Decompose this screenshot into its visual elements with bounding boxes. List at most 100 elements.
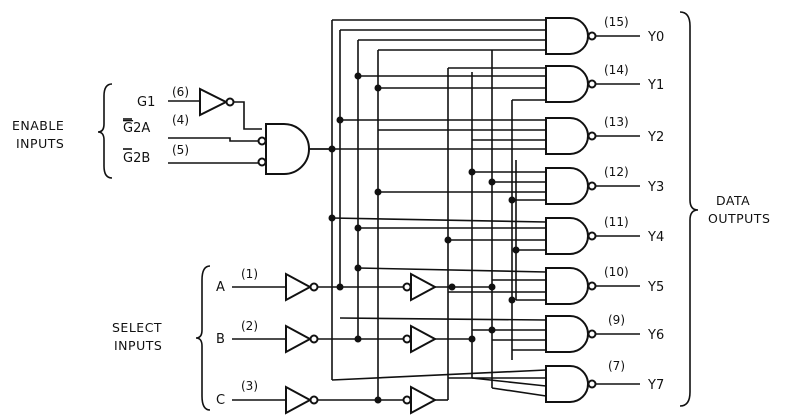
c-second-inverter xyxy=(410,385,438,415)
junction-dot xyxy=(354,72,362,80)
nand-bubble-y0 xyxy=(587,31,597,41)
b-second-inverter-bubble xyxy=(402,334,412,344)
select-group-label-line2: INPUTS xyxy=(114,338,162,353)
y6-label: Y6 xyxy=(647,328,664,343)
y7-pin: (7) xyxy=(608,359,625,373)
junction-dot xyxy=(444,236,452,244)
junction-dot xyxy=(328,145,336,153)
y7-input-3 xyxy=(471,377,547,387)
nand-bubble-y7 xyxy=(587,379,597,389)
input-a-inverter-bubble xyxy=(309,282,319,292)
input-a-inverter xyxy=(285,272,313,302)
y0-pin: (15) xyxy=(604,15,629,29)
g2a-bubble xyxy=(257,136,267,146)
output-gates xyxy=(331,17,640,403)
nand-gate-y0 xyxy=(545,17,589,55)
output-group-label-line1: DATA xyxy=(716,193,750,208)
input-b-label: B xyxy=(216,332,225,347)
junction-dot xyxy=(468,168,476,176)
nand-gate-y3 xyxy=(545,167,589,205)
junction-dot xyxy=(448,283,456,291)
junction-dot xyxy=(488,283,496,291)
enable-and-gate xyxy=(265,123,310,175)
junction-dot xyxy=(374,84,382,92)
b-second-inverter xyxy=(410,324,438,354)
y5-label: Y5 xyxy=(647,280,664,295)
y3-pin: (12) xyxy=(604,165,629,179)
nand-gate-y7 xyxy=(545,365,589,403)
junction-dot xyxy=(488,178,496,186)
y0-label: Y0 xyxy=(647,30,664,45)
y5-pin: (10) xyxy=(604,265,629,279)
c-second-inverter-bubble xyxy=(402,395,412,405)
output-group-label-line2: OUTPUTS xyxy=(708,211,770,226)
g2b-label: G2B xyxy=(123,151,150,166)
nand-gate-y4 xyxy=(545,217,589,255)
input-b-inverter-bubble xyxy=(309,334,319,344)
y1-pin: (14) xyxy=(604,63,629,77)
nand-bubble-y1 xyxy=(587,79,597,89)
nand-bubble-y3 xyxy=(587,181,597,191)
y1-label: Y1 xyxy=(647,78,664,93)
nand-gate-y6 xyxy=(545,315,589,353)
junction-dot xyxy=(354,335,362,343)
input-b-inverter xyxy=(285,324,313,354)
junction-dot xyxy=(488,326,496,334)
y6-pin: (9) xyxy=(608,313,625,327)
enable-group-label-line1: ENABLE xyxy=(12,118,64,133)
input-c-pin: (3) xyxy=(241,379,258,393)
input-b-pin: (2) xyxy=(241,319,258,333)
y2-pin: (13) xyxy=(604,115,629,129)
g1-label: G1 xyxy=(137,95,155,110)
select-group-label-line1: SELECT xyxy=(112,320,162,335)
input-c-inverter xyxy=(285,385,313,415)
g2a-label: G2A xyxy=(123,121,150,136)
nand-gate-y2 xyxy=(545,117,589,155)
enable-group-label-line2: INPUTS xyxy=(16,136,64,151)
junction-dot xyxy=(374,396,382,404)
nand-gate-y1 xyxy=(545,65,589,103)
input-c-label: C xyxy=(216,393,225,408)
g1-to-and-wire xyxy=(234,101,262,130)
input-c-inverter-bubble xyxy=(309,395,319,405)
y4-label: Y4 xyxy=(647,230,664,245)
junction-dot xyxy=(374,188,382,196)
nand-bubble-y4 xyxy=(587,231,597,241)
y4-pin: (11) xyxy=(604,215,629,229)
junction-dot xyxy=(354,224,362,232)
g2a-wire xyxy=(168,137,258,142)
nand-bubble-y6 xyxy=(587,329,597,339)
junction-dot xyxy=(354,264,362,272)
nand-gate-y5 xyxy=(545,267,589,305)
junction-dot xyxy=(336,283,344,291)
g2b-bubble xyxy=(257,157,267,167)
y2-label: Y2 xyxy=(647,130,664,145)
a-second-inverter-bubble xyxy=(402,282,412,292)
g1-pin: (6) xyxy=(172,85,189,99)
y6-input-1 xyxy=(339,317,547,321)
a-second-inverter xyxy=(410,272,438,302)
g1-buffer xyxy=(199,87,229,117)
enable-brace xyxy=(97,83,113,179)
y7-input-4 xyxy=(491,387,547,397)
junction-dot xyxy=(468,335,476,343)
junction-dot xyxy=(512,246,520,254)
junction-dot xyxy=(508,196,516,204)
junction-dot xyxy=(328,214,336,222)
junction-dots xyxy=(328,72,520,404)
g2b-pin: (5) xyxy=(172,143,189,157)
junction-dot xyxy=(508,296,516,304)
g1-bubble xyxy=(225,97,235,107)
output-brace xyxy=(679,11,699,407)
g2a-pin: (4) xyxy=(172,113,189,127)
y5-input-1 xyxy=(357,267,547,273)
select-brace xyxy=(195,265,211,411)
input-a-pin: (1) xyxy=(241,267,258,281)
y7-label: Y7 xyxy=(647,378,664,393)
y4-input-1 xyxy=(331,217,547,223)
junction-dot xyxy=(336,116,344,124)
nand-bubble-y5 xyxy=(587,281,597,291)
y7-input-1 xyxy=(331,369,547,381)
y3-label: Y3 xyxy=(647,180,664,195)
